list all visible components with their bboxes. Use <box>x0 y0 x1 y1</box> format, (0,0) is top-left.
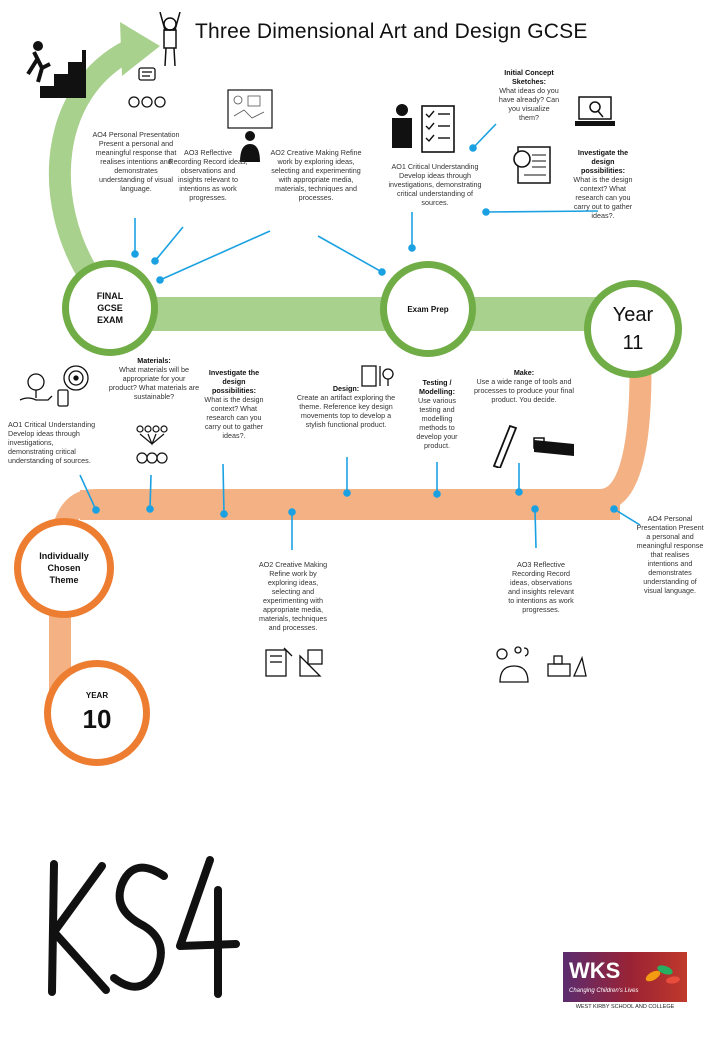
ks4-handwritten-heading <box>48 856 240 998</box>
final-exam-label: FINAL GCSE EXAM <box>96 291 124 325</box>
checklist-presenter-icon <box>392 104 455 153</box>
design-body: Create an artifact exploring the theme. … <box>296 393 396 429</box>
team-structure-icon <box>136 425 168 464</box>
year11-milestone: Year 11 <box>584 280 682 378</box>
logo-tagline: Changing Children's Lives <box>569 988 639 994</box>
theme-milestone: Individually Chosen Theme <box>14 518 114 618</box>
design-tools-icon <box>361 365 394 387</box>
y11-concept-note: Initial Concept Sketches: What ideas do … <box>498 68 560 122</box>
y11-investigate-note: Investigate the design possibilities: Wh… <box>570 148 636 220</box>
testing-body: Use various testing and modelling method… <box>416 396 458 450</box>
theme-label: Individually Chosen Theme <box>39 551 89 585</box>
school-logo: WKS Changing Children's Lives WEST KIRBY… <box>563 952 687 1016</box>
y11-investigate-title: Investigate the design possibilities: <box>577 148 629 175</box>
concept-title: Initial Concept Sketches: <box>504 68 554 86</box>
y10-investigate-title: Investigate the design possibilities: <box>208 368 260 395</box>
y11-ao1-note: AO1 Critical Understanding Develop ideas… <box>388 162 482 207</box>
testing-note: Testing / Modelling: Use various testing… <box>413 378 461 450</box>
logo-banner <box>563 952 687 1002</box>
designer-moodboard-icon <box>227 89 273 162</box>
final-exam-milestone: FINAL GCSE EXAM <box>62 260 158 356</box>
drafting-tools-icon <box>265 647 323 677</box>
concept-body: What ideas do you have already? Can you … <box>498 86 560 122</box>
logo-letters: WKS <box>569 958 621 983</box>
y11-ao4-note: AO4 Personal Presentation Present a pers… <box>92 130 180 193</box>
make-body: Use a wide range of tools and processes … <box>474 377 574 404</box>
y11-investigate-body: What is the design context? What researc… <box>573 175 633 220</box>
y10-ao1-note: AO1 Critical Understanding Develop ideas… <box>8 420 96 465</box>
design-title: Design: <box>332 384 360 393</box>
logo-leaves-icon <box>645 965 680 984</box>
y10-ao4-note: AO4 Personal Presentation Present a pers… <box>636 514 704 595</box>
target-mobile-icon <box>57 365 89 407</box>
glue-gun-tools-icon <box>547 655 587 677</box>
y10-ao2-note: AO2 Creative Making Refine work by explo… <box>258 560 328 632</box>
materials-title: Materials: <box>137 356 171 365</box>
year10-label: YEAR <box>85 691 109 700</box>
celebrating-person-icon <box>159 12 181 67</box>
stairs-climbing-icon <box>24 41 86 98</box>
testing-title: Testing / Modelling: <box>419 378 455 396</box>
materials-body: What materials will be appropriate for y… <box>108 365 200 401</box>
thinking-person-icon <box>496 646 529 683</box>
materials-note: Materials: What materials will be approp… <box>108 356 200 401</box>
y11-ao2-note: AO2 Creative Making Refine work by explo… <box>270 148 362 202</box>
y11-ao3-note: AO3 Reflective Recording Record ideas, o… <box>168 148 248 202</box>
y10-investigate-body: What is the design context? What researc… <box>204 395 264 440</box>
y10-ao3-note: AO3 Reflective Recording Record ideas, o… <box>508 560 574 614</box>
laptop-search-icon <box>575 96 615 126</box>
make-note: Make: Use a wide range of tools and proc… <box>474 368 574 404</box>
exam-prep-milestone: Exam Prep <box>380 261 476 357</box>
document-research-icon <box>513 146 551 184</box>
year11-label: Year 11 <box>612 304 654 354</box>
make-title: Make: <box>513 368 535 377</box>
feedback-faces-icon <box>128 67 166 108</box>
logo-school-name: WEST KIRBY SCHOOL AND COLLEGE <box>575 1004 675 1010</box>
hand-plant-icon <box>19 373 53 401</box>
y10-investigate-note: Investigate the design possibilities: Wh… <box>204 368 264 440</box>
saw-and-chisel-icon <box>492 424 574 468</box>
design-note: Design: Create an artifact exploring the… <box>292 384 400 429</box>
exam-prep-label: Exam Prep <box>407 304 449 314</box>
page-title: Three Dimensional Art and Design GCSE <box>195 20 588 43</box>
year10-number: 10 <box>82 704 112 734</box>
year10-milestone: YEAR 10 <box>44 660 150 766</box>
